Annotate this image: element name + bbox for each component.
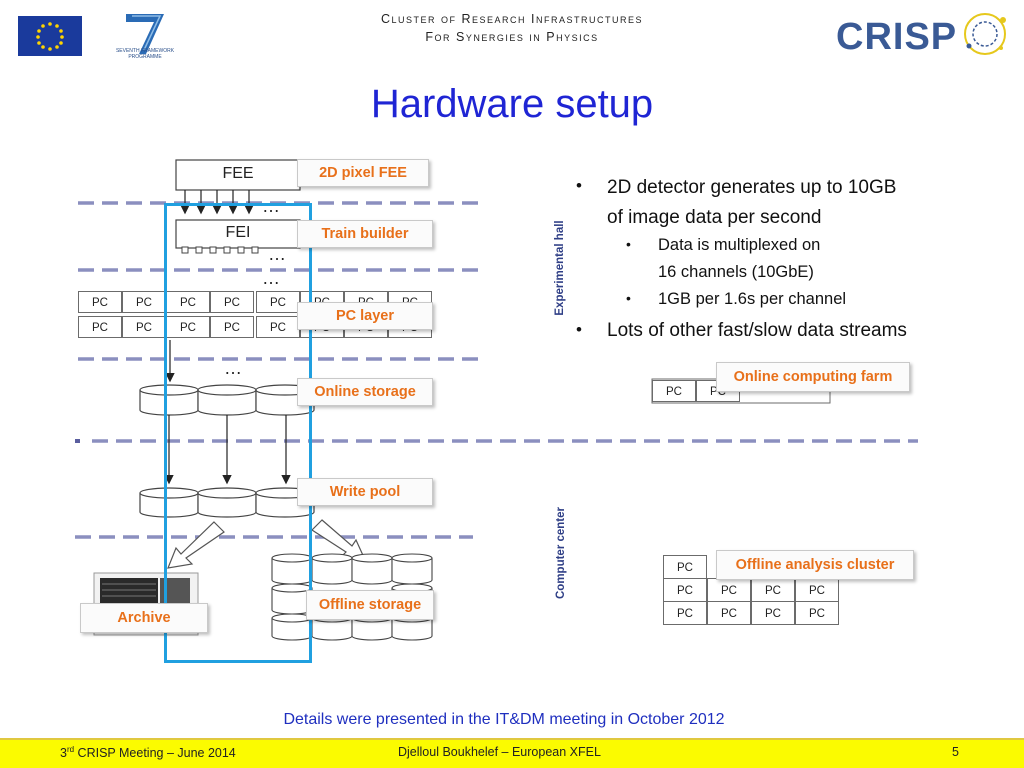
eu-flag-logo bbox=[18, 16, 82, 56]
callout-archive: Archive bbox=[80, 603, 208, 633]
header-line-1: Cluster of Research Infrastructures bbox=[381, 12, 643, 26]
callout-write-pool: Write pool bbox=[297, 478, 433, 506]
footer-author: Djelloul Boukhelef – European XFEL bbox=[398, 745, 601, 759]
callout-offline-storage: Offline storage bbox=[306, 590, 434, 620]
pc-cell: PC bbox=[663, 601, 707, 625]
pc-cell: PC bbox=[707, 601, 751, 625]
pc-cell: PC bbox=[210, 291, 254, 313]
pc-cell: PC bbox=[78, 316, 122, 338]
bullet-2: Lots of other fast/slow data streams bbox=[607, 320, 907, 341]
header-line-2: For Synergies in Physics bbox=[425, 30, 599, 44]
pc-cell: PC bbox=[210, 316, 254, 338]
side-label-computer-center: Computer center bbox=[555, 506, 567, 600]
pc-cell: PC bbox=[256, 291, 300, 313]
fei-label: FEI bbox=[225, 224, 251, 241]
pc-cell: PC bbox=[663, 578, 707, 602]
crisp-logo-rings-icon bbox=[964, 13, 1006, 55]
pc-cell: PC bbox=[663, 555, 707, 579]
pc-cell: PC bbox=[795, 601, 839, 625]
footer-meeting-ordinal: rd bbox=[66, 745, 75, 754]
bullet-dot: • bbox=[626, 236, 631, 252]
bullet-1-line-2: of image data per second bbox=[607, 207, 822, 228]
highlight-box bbox=[164, 203, 312, 663]
fp7-logo bbox=[126, 14, 164, 54]
ellipsis-fei: … bbox=[268, 244, 288, 264]
pc-cell: PC bbox=[122, 316, 166, 338]
pc-cell: PC bbox=[751, 601, 795, 625]
footer-meeting-rest: CRISP Meeting – June 2014 bbox=[74, 746, 236, 761]
page-number: 5 bbox=[952, 745, 959, 759]
bullet-dot: • bbox=[576, 320, 582, 339]
sub-bullet-1-line-1: Data is multiplexed on bbox=[658, 236, 821, 254]
to-archive-arrow bbox=[167, 521, 225, 569]
side-label-experimental-hall: Experimental hall bbox=[554, 220, 566, 316]
details-note: Details were presented in the IT&DM meet… bbox=[283, 711, 725, 728]
bullet-dot: • bbox=[576, 176, 582, 195]
pc-cell: PC bbox=[166, 291, 210, 313]
pc-cell: PC bbox=[652, 380, 696, 402]
ellipsis-pc: … bbox=[262, 268, 282, 288]
ellipsis-storage: … bbox=[224, 358, 244, 378]
sub-bullet-1-line-2: 16 channels (10GbE) bbox=[658, 263, 814, 281]
callout-pc-layer: PC layer bbox=[297, 302, 433, 330]
pc-cell: PC bbox=[78, 291, 122, 313]
ellipsis-fee: … bbox=[262, 196, 282, 216]
pc-cell: PC bbox=[122, 291, 166, 313]
pc-cell: PC bbox=[707, 578, 751, 602]
pc-cell: PC bbox=[795, 578, 839, 602]
slide-title: Hardware setup bbox=[370, 82, 654, 126]
callout-train-builder: Train builder bbox=[297, 220, 433, 248]
pc-cell: PC bbox=[751, 578, 795, 602]
fee-label: FEE bbox=[222, 165, 254, 182]
fee-to-fei-arrows bbox=[180, 190, 254, 215]
footer-bar bbox=[0, 738, 1024, 768]
footer-meeting: 3rd CRISP Meeting – June 2014 bbox=[60, 745, 236, 760]
callout-online-computing-farm: Online computing farm bbox=[716, 362, 910, 392]
pc-cell: PC bbox=[166, 316, 210, 338]
online-to-writepool-arrows bbox=[164, 415, 291, 485]
fp7-logo-text: SEVENTH FRAMEWORK PROGRAMME bbox=[115, 48, 175, 60]
callout-2d-pixel-fee: 2D pixel FEE bbox=[297, 159, 429, 187]
fei-box bbox=[175, 219, 301, 249]
crisp-logo-text: CRISP bbox=[836, 16, 958, 58]
footer-meeting-number: 3 bbox=[60, 746, 67, 761]
fei-ports bbox=[181, 246, 259, 254]
fee-box bbox=[175, 159, 301, 191]
bullet-1-line-1: 2D detector generates up to 10GB bbox=[607, 177, 897, 198]
sub-bullet-2: 1GB per 1.6s per channel bbox=[658, 290, 847, 308]
bullet-dot: • bbox=[626, 290, 631, 306]
callout-offline-analysis-cluster: Offline analysis cluster bbox=[716, 550, 914, 580]
callout-online-storage: Online storage bbox=[297, 378, 433, 406]
